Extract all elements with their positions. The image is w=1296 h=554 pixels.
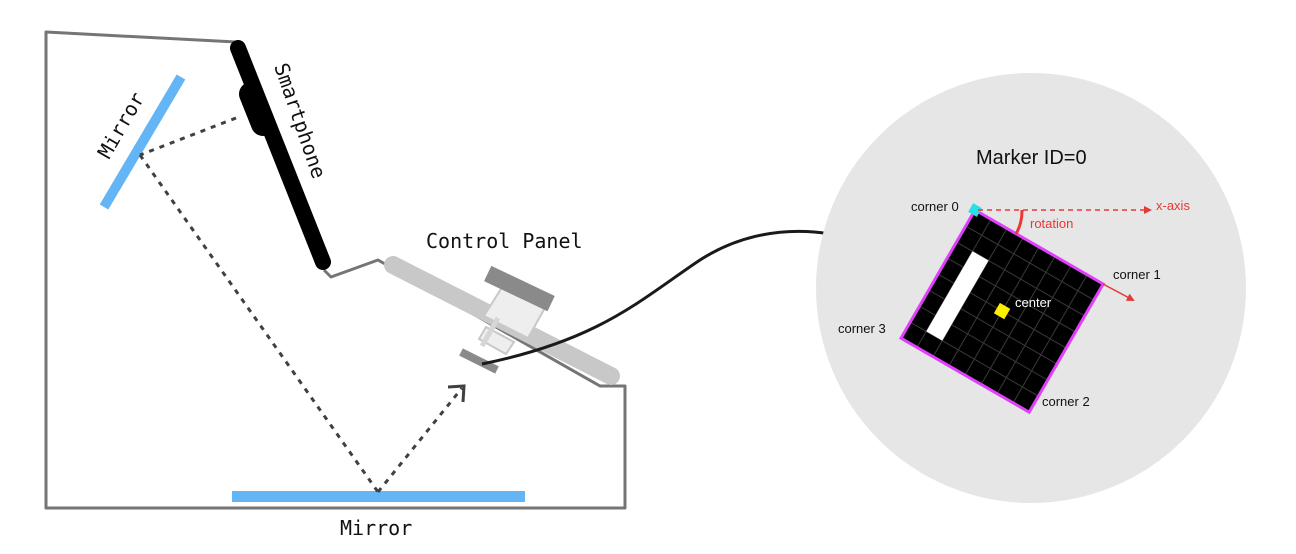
center-label-visible: center xyxy=(1015,295,1052,310)
corner3-label: corner 3 xyxy=(838,321,886,336)
smartphone xyxy=(230,40,331,270)
optical-path-arrowhead xyxy=(447,384,466,403)
control-panel xyxy=(384,256,620,385)
corner0-marker xyxy=(968,203,982,217)
center-marker xyxy=(993,302,1011,320)
control-panel-label: Control Panel xyxy=(426,229,583,253)
enclosure xyxy=(44,30,627,510)
aruco-marker xyxy=(898,203,1106,415)
corner2-label: corner 2 xyxy=(1042,394,1090,409)
marker-grid-line xyxy=(996,265,1072,394)
marker-title: Marker ID=0 xyxy=(976,147,1087,169)
corner1-label: corner 1 xyxy=(1113,267,1161,282)
mirror-bottom-label: Mirror xyxy=(340,516,412,540)
marker-grid-line xyxy=(1012,274,1088,404)
marker-border xyxy=(898,207,1106,415)
optical-path xyxy=(138,116,464,493)
marker-white-bar xyxy=(926,251,989,341)
x-axis-label: x-axis xyxy=(1156,198,1190,213)
rotation-arc xyxy=(1014,209,1024,235)
mirror-left xyxy=(99,74,186,210)
marker-grid-line xyxy=(980,256,1056,385)
corner1-direction-arrow xyxy=(1102,283,1135,301)
rotation-label: rotation xyxy=(1030,216,1073,231)
corner0-label: corner 0 xyxy=(911,199,959,214)
mirror-bottom xyxy=(232,491,525,502)
